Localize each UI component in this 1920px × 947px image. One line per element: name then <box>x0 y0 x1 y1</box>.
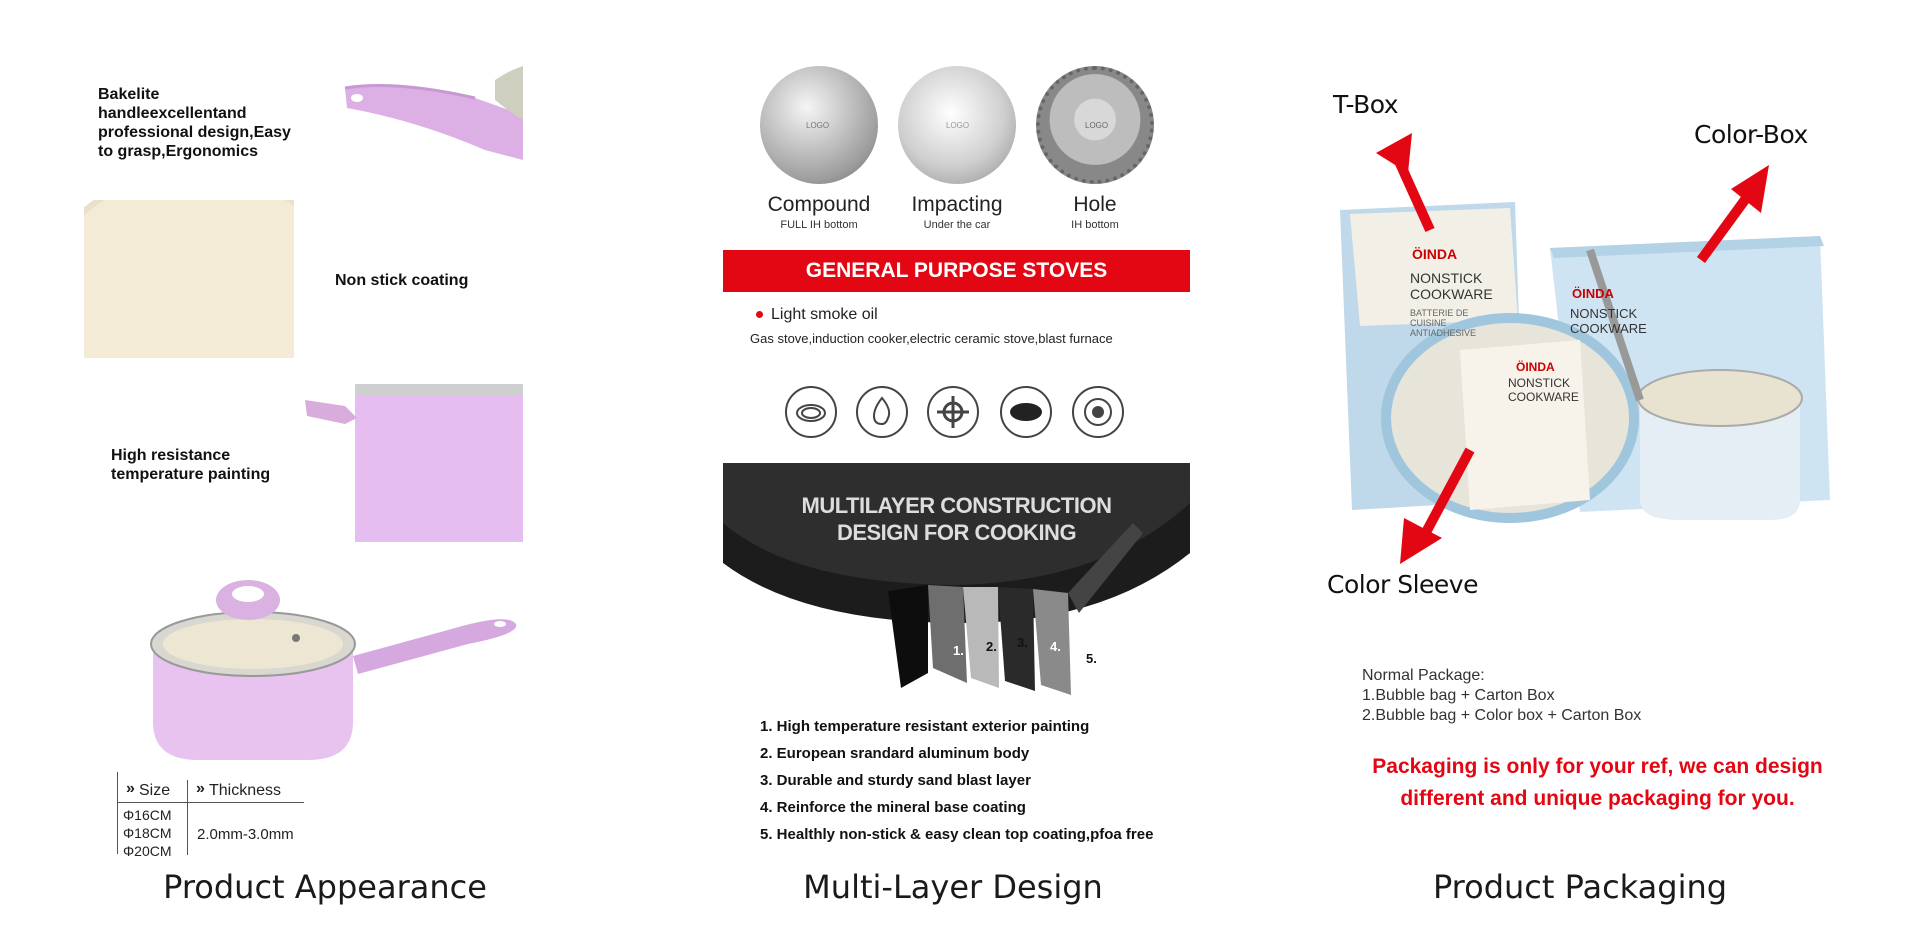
multi-layer-caption: Multi-Layer Design <box>803 868 1103 906</box>
normal-package-note: Normal Package: 1.Bubble bag + Carton Bo… <box>1362 666 1641 726</box>
size-header: Size <box>139 782 171 799</box>
coating-feature-text: Non stick coating <box>335 272 469 289</box>
product-packaging-caption: Product Packaging <box>1432 868 1728 906</box>
logo-text-1: LOGO <box>806 121 830 130</box>
hole-sub: IH bottom <box>1071 219 1119 231</box>
layer-item-3: 3. Durable and sturdy sand blast layer <box>760 772 1031 789</box>
flame-icon <box>856 386 908 438</box>
size-16: Φ16CM <box>123 807 172 823</box>
colorbox-title: NONSTICK COOKWARE <box>1570 306 1647 336</box>
layer-number-4: 4. <box>1050 639 1061 654</box>
thickness-header: Thickness <box>209 782 282 799</box>
layer-item-5: 5. Healthly non-stick & easy clean top c… <box>760 826 1154 843</box>
thickness-value: 2.0mm-3.0mm <box>197 826 294 843</box>
size-18: Φ18CM <box>123 825 172 841</box>
construction-title-2: DESIGN FOR COOKING <box>836 520 1077 545</box>
impacting-name: Impacting <box>911 193 1003 216</box>
ceramic-plate-icon <box>1000 386 1052 438</box>
bullet-icon <box>756 311 763 318</box>
hole-name: Hole <box>1073 193 1117 216</box>
coating-image <box>84 200 294 358</box>
layer-number-1: 1. <box>953 643 964 658</box>
painting-feature-text: High resistance temperature painting <box>111 447 271 483</box>
handle-feature-text: Bakelite handleexcellentand professional… <box>98 86 291 160</box>
sleeve-brand: ÖINDA <box>1516 360 1555 374</box>
hole-bottom-image <box>1036 66 1154 184</box>
compound-sub: FULL IH bottom <box>780 219 858 231</box>
packaging-note: Packaging is only for your ref, we can d… <box>1372 755 1823 810</box>
thickness-header-icon: » <box>196 780 205 797</box>
layer-number-3: 3. <box>1017 635 1028 650</box>
layer-number-2: 2. <box>986 639 997 654</box>
tbox-brand: ÖINDA <box>1412 246 1458 262</box>
product-appearance-panel: Bakelite handleexcellentand professional… <box>0 0 560 947</box>
normal-package-line-2: 2.Bubble bag + Color box + Carton Box <box>1362 707 1642 724</box>
size-20: Φ20CM <box>123 843 172 859</box>
handle-image <box>344 66 523 160</box>
normal-package-line-1: 1.Bubble bag + Carton Box <box>1362 687 1555 704</box>
colorbox-brand: ÖINDA <box>1572 286 1614 301</box>
color-sleeve-label: Color Sleeve <box>1327 570 1478 599</box>
general-purpose-stoves-banner: GENERAL PURPOSE STOVES <box>723 250 1190 292</box>
pot-side-image <box>305 384 523 542</box>
tbox-label: T-Box <box>1333 90 1399 119</box>
impacting-sub: Under the car <box>923 219 991 231</box>
layer-number-5: 5. <box>1086 651 1097 666</box>
compound-bottom-image <box>760 66 878 184</box>
layer-item-1: 1. High temperature resistant exterior p… <box>760 718 1090 735</box>
sleeve-arrow-icon <box>1400 447 1475 564</box>
blast-furnace-icon <box>1072 386 1124 438</box>
layer-item-4: 4. Reinforce the mineral base coating <box>760 799 1026 816</box>
tbox-title: NONSTICK COOKWARE <box>1410 270 1493 302</box>
colorbox-label: Color-Box <box>1694 120 1808 149</box>
logo-text-2: LOGO <box>946 121 970 130</box>
multilayer-construction-image: MULTILAYER CONSTRUCTION DESIGN FOR COOKI… <box>723 463 1190 700</box>
logo-text-3: LOGO <box>1085 121 1109 130</box>
normal-package-title: Normal Package: <box>1362 667 1485 684</box>
tbox-arrow-icon <box>1376 133 1435 233</box>
light-smoke-oil-text: Light smoke oil <box>771 306 878 323</box>
sleeve-title: NONSTICK COOKWARE <box>1508 376 1579 404</box>
layer-list: 1. High temperature resistant exterior p… <box>760 718 1153 853</box>
construction-title-1: MULTILAYER CONSTRUCTION <box>801 493 1112 518</box>
tbox-sub: BATTERIE DE CUISINE ANTIADHESIVE <box>1410 308 1477 338</box>
gas-burner-icon <box>927 386 979 438</box>
colorbox-arrow-icon <box>1696 165 1769 263</box>
stoves-list-text: Gas stove,induction cooker,electric cera… <box>750 331 1113 346</box>
compound-name: Compound <box>767 193 871 216</box>
impacting-bottom-image <box>898 66 1016 184</box>
packaging-image: ÖINDA NONSTICK COOKWARE BATTERIE DE CUIS… <box>1340 200 1840 530</box>
size-header-icon: » <box>126 780 135 797</box>
product-appearance-caption: Product Appearance <box>163 868 487 906</box>
induction-coil-icon <box>785 386 837 438</box>
saucepan-image <box>150 580 517 760</box>
layer-item-2: 2. European srandard aluminum body <box>760 745 1030 762</box>
